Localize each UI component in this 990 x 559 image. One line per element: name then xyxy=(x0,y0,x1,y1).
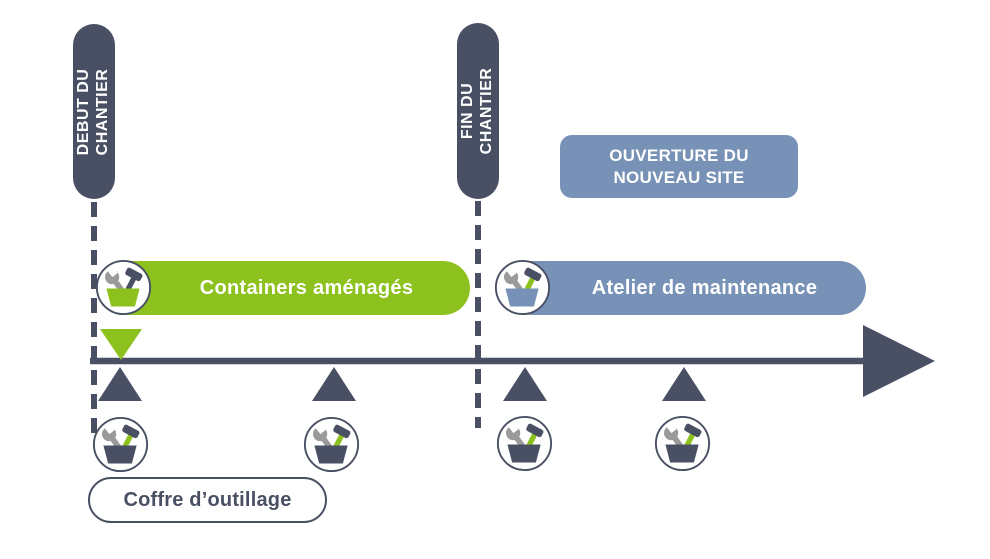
milestone-triangle-icon xyxy=(98,367,142,401)
timeline-arrowhead-icon xyxy=(863,325,935,397)
phase-containers-pill: Containers aménagés xyxy=(105,261,470,315)
toolbox-caption-pill: Coffre d’outillage xyxy=(88,477,327,523)
end-flag-label: FIN DU CHANTIER xyxy=(459,67,495,155)
opening-box-line2: NOUVEAU SITE xyxy=(613,167,745,187)
toolbox-icon xyxy=(92,416,149,473)
toolbox-icon xyxy=(494,259,551,316)
start-flag: DEBUT DU CHANTIER xyxy=(73,24,115,199)
end-flag: FIN DU CHANTIER xyxy=(457,23,499,199)
milestone-triangle-icon xyxy=(503,367,547,401)
toolbox-icon xyxy=(303,416,360,473)
opening-box-line1: OUVERTURE DU xyxy=(609,146,749,166)
milestone-triangle-icon xyxy=(312,367,356,401)
phase-containers-label: Containers aménagés xyxy=(199,276,414,299)
green-down-triangle-icon xyxy=(100,329,142,360)
toolbox-icon xyxy=(496,415,553,472)
toolbox-caption-label: Coffre d’outillage xyxy=(123,488,292,511)
milestone-triangle-icon xyxy=(662,367,706,401)
start-flag-label: DEBUT DU CHANTIER xyxy=(75,68,111,155)
phase-maintenance-label: Atelier de maintenance xyxy=(591,276,818,299)
toolbox-icon xyxy=(654,415,711,472)
opening-new-site-box: OUVERTURE DU NOUVEAU SITE xyxy=(560,135,798,198)
toolbox-icon xyxy=(95,259,152,316)
phase-maintenance-pill: Atelier de maintenance xyxy=(505,261,866,315)
